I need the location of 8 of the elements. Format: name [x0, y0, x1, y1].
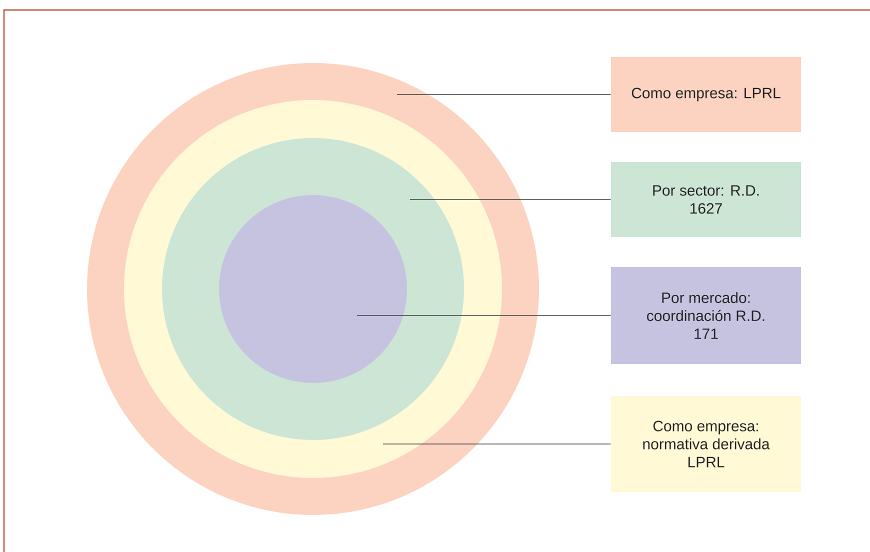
leader-line: [356, 315, 612, 316]
ring: [219, 195, 407, 383]
label-box: Por mercado: coordinación R.D. 171: [611, 267, 801, 364]
label-box: Como empresa: LPRL: [611, 57, 801, 132]
leader-line: [396, 94, 612, 95]
leader-line: [410, 199, 612, 200]
label-box: Por sector: R.D. 1627: [611, 162, 801, 237]
label-box: Como empresa: normativa derivada LPRL: [611, 396, 801, 492]
